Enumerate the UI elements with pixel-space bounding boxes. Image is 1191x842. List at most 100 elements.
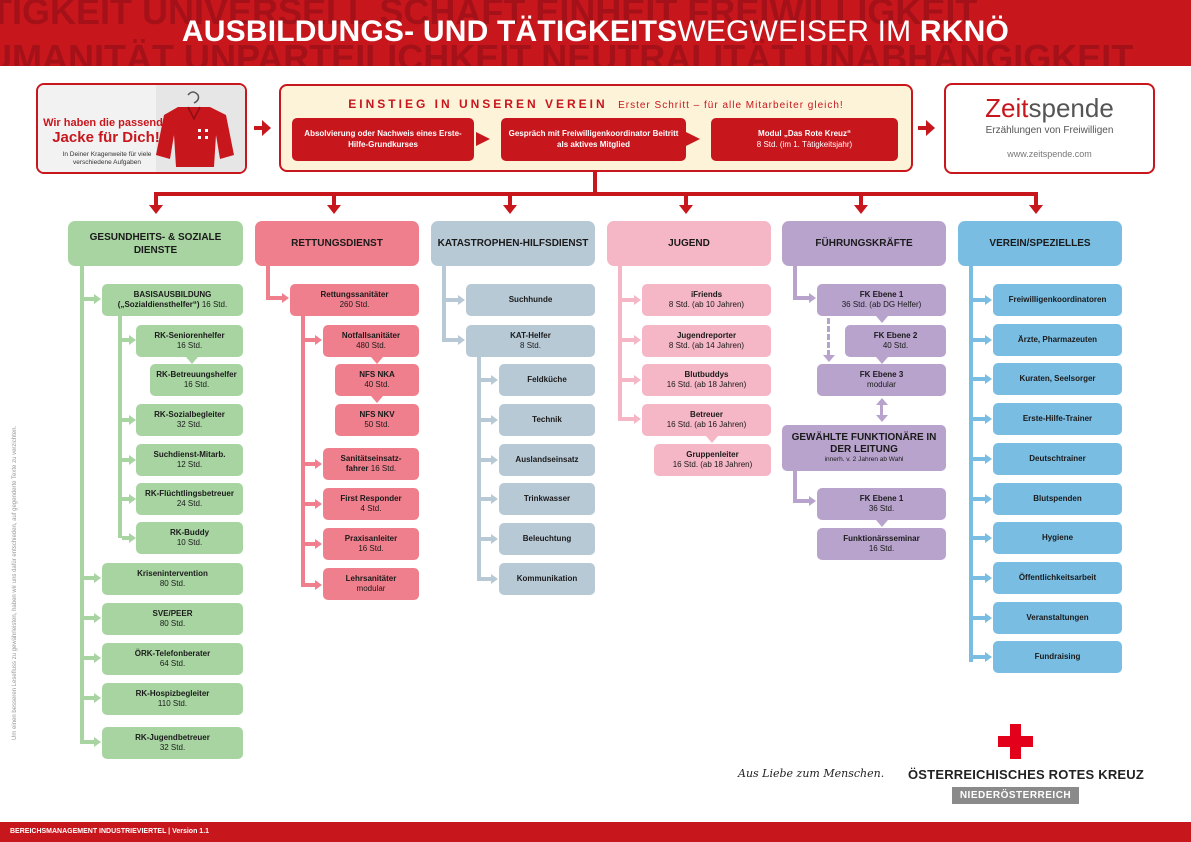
red-cross-logo — [998, 724, 1033, 759]
header-background-words: HUMANITÄT UNPARTEILICHKEIT NEUTRALITÄT U… — [0, 37, 1134, 67]
step-title: Gespräch mit Freiwilligenkoordinator Bei… — [508, 128, 679, 149]
promo-line-3: In Deiner Kragenweite für viele verschie… — [62, 151, 152, 166]
node-title: RK-Hospizbegleiter — [135, 689, 210, 698]
connector — [84, 297, 94, 301]
connector — [154, 192, 1038, 196]
brand-region: NIEDERÖSTERREICH — [952, 787, 1079, 804]
node-title: Krisenintervention — [137, 569, 208, 578]
column-header-katastrophe: KATASTROPHEN-HILFSDIENST — [431, 221, 595, 266]
connector — [305, 542, 315, 546]
logo-part: Zeit — [985, 93, 1029, 123]
arrow-right-icon — [491, 494, 498, 504]
node-title: Betreuer — [690, 410, 723, 419]
zeitspende-logo: Zeitspende — [946, 93, 1153, 123]
arrow-down-icon — [876, 357, 888, 364]
node-sub: 8 Std. (ab 10 Jahren) — [668, 300, 745, 309]
arrow-right-icon — [315, 335, 322, 345]
connector — [270, 296, 282, 300]
zeitspende-url[interactable]: www.zeitspende.com — [1007, 149, 1092, 159]
connector — [622, 298, 634, 302]
node-title: BASISAUSBILDUNG — [133, 290, 212, 299]
node-basisausbildung: BASISAUSBILDUNG(„Sozialdiensthelfer“) 16… — [102, 284, 243, 316]
connector — [973, 456, 985, 461]
arrow-right-icon — [985, 374, 992, 385]
arrow-right-icon — [634, 295, 641, 305]
page-title: AUSBILDUNGS- UND TÄTIGKEITSWEGWEISER IM … — [0, 14, 1191, 50]
node-title: KAT-Helfer — [510, 331, 551, 340]
node-sub: 8 Std. — [520, 341, 541, 350]
brand-slogan: Aus Liebe zum Menschen. — [738, 767, 885, 780]
node-title: RK-Jugendbetreuer — [135, 733, 210, 742]
step-sub: 8 Std. (im 1. Tätigkeitsjahr) — [756, 139, 853, 149]
arrow-right-icon — [634, 414, 641, 424]
column-header-fuehrung: FÜHRUNGSKRÄFTE — [782, 221, 946, 266]
node-title: Beleuchtung — [522, 534, 572, 543]
connector — [973, 655, 985, 660]
zeitspende-card[interactable]: Zeitspende Erzählungen von Freiwilligen … — [944, 83, 1155, 174]
connector — [118, 316, 122, 538]
brand-org: ÖSTERREICHISCHES ROTES KREUZ — [908, 767, 1145, 782]
node-title: FK Ebene 1 — [859, 290, 904, 299]
node-title: RK-Seniorenhelfer — [154, 331, 225, 340]
connector — [1034, 192, 1038, 206]
node-title: Erste-Hilfe-Trainer — [1022, 414, 1093, 424]
arrow-shaft — [254, 126, 262, 130]
arrow-right-icon — [985, 572, 992, 583]
node-sub: 12 Std. — [176, 460, 203, 469]
arrow-right-icon — [315, 459, 322, 469]
node-sub: 36 Std. — [868, 504, 895, 513]
connector — [332, 192, 336, 206]
connector — [481, 497, 491, 501]
node-title: Deutschtrainer — [1029, 453, 1086, 463]
node-suchhunde: Suchhunde — [466, 284, 595, 316]
node-title: Sanitätseinsatz- — [340, 454, 402, 463]
connector — [793, 471, 797, 503]
connector — [84, 576, 94, 580]
connector — [481, 537, 491, 541]
arrow-right-icon — [458, 335, 465, 345]
logo-part: spende — [1028, 93, 1114, 123]
node-sub: 32 Std. — [159, 743, 186, 752]
node-sub: 16 Std. — [370, 464, 397, 473]
node-verein-item: Freiwilligenkoordinatoren — [993, 284, 1122, 316]
connector — [442, 266, 446, 342]
node-sub: 110 Std. — [157, 699, 188, 708]
promo-line-1: Wir haben die passende — [43, 117, 169, 129]
arrow-right-icon — [315, 539, 322, 549]
promo-card: Wir haben die passende Jacke für Dich! I… — [36, 83, 247, 174]
node-title: Blutbuddys — [684, 370, 729, 379]
node-title: Lehrsanitäter — [345, 574, 397, 583]
arrow-right-icon — [491, 415, 498, 425]
connector — [973, 536, 985, 541]
node-title: FK Ebene 1 — [859, 494, 904, 503]
node-verein-item: Fundraising — [993, 641, 1122, 674]
arrow-shaft — [918, 126, 926, 130]
step-title: Modul „Das Rote Kreuz“ — [758, 128, 851, 138]
column-header-gesundheit: GESUNDHEITS- & SOZIALE DIENSTE — [68, 221, 243, 266]
node-title: Veranstaltungen — [1026, 612, 1089, 622]
arrow-right-icon — [985, 493, 992, 504]
node-verein-item: Deutschtrainer — [993, 442, 1122, 475]
node-title: NFS NKA — [359, 370, 395, 379]
node-sub: modular — [867, 380, 896, 389]
arrow-down-icon — [854, 205, 868, 214]
footer: BEREICHSMANAGEMENT INDUSTRIEVIERTEL | Ve… — [0, 822, 1191, 842]
node-sub: 80 Std. — [159, 579, 186, 588]
arrow-right-icon — [985, 612, 992, 623]
node-title: Trinkwasser — [523, 494, 571, 503]
arrow-right-icon — [94, 653, 101, 663]
arrow-down-icon — [1029, 205, 1043, 214]
connector — [973, 377, 985, 382]
node-sub: 16 Std. (ab 18 Jahren) — [666, 380, 747, 389]
connector — [122, 458, 129, 462]
